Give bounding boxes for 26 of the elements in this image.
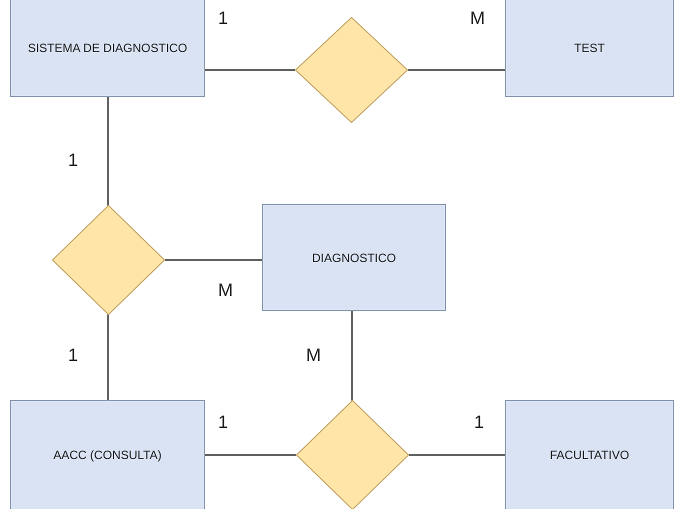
cardinality-label: M — [218, 280, 233, 301]
cardinality-label: 1 — [218, 8, 228, 29]
entity-box — [505, 400, 674, 509]
entity-box — [262, 204, 446, 311]
relationship-line — [205, 69, 295, 71]
relationship-line — [351, 311, 353, 400]
cardinality-label: 1 — [474, 412, 484, 433]
relationship-line — [107, 314, 109, 400]
cardinality-label: 1 — [68, 345, 78, 366]
entity-name: DIAGNOSTICO — [310, 250, 397, 266]
entity-name: TEST — [573, 40, 606, 57]
relationship-line — [165, 259, 262, 261]
cardinality-label: M — [470, 8, 485, 29]
relationship-line — [205, 454, 296, 456]
relationship-line — [107, 97, 109, 206]
cardinality-label: 1 — [68, 150, 78, 171]
entity-name: SISTEMA DE DIAGNOSTICO — [26, 40, 188, 57]
entity-box — [10, 0, 205, 97]
cardinality-label: M — [306, 345, 321, 366]
relationship-line — [408, 69, 505, 71]
entity-name: AACC (CONSULTA) — [52, 447, 163, 464]
relationship-line — [409, 454, 505, 456]
entity-box — [505, 0, 674, 97]
entity-box — [10, 400, 205, 509]
entity-name: FACULTATIVO — [548, 447, 630, 464]
cardinality-label: 1 — [218, 412, 228, 433]
